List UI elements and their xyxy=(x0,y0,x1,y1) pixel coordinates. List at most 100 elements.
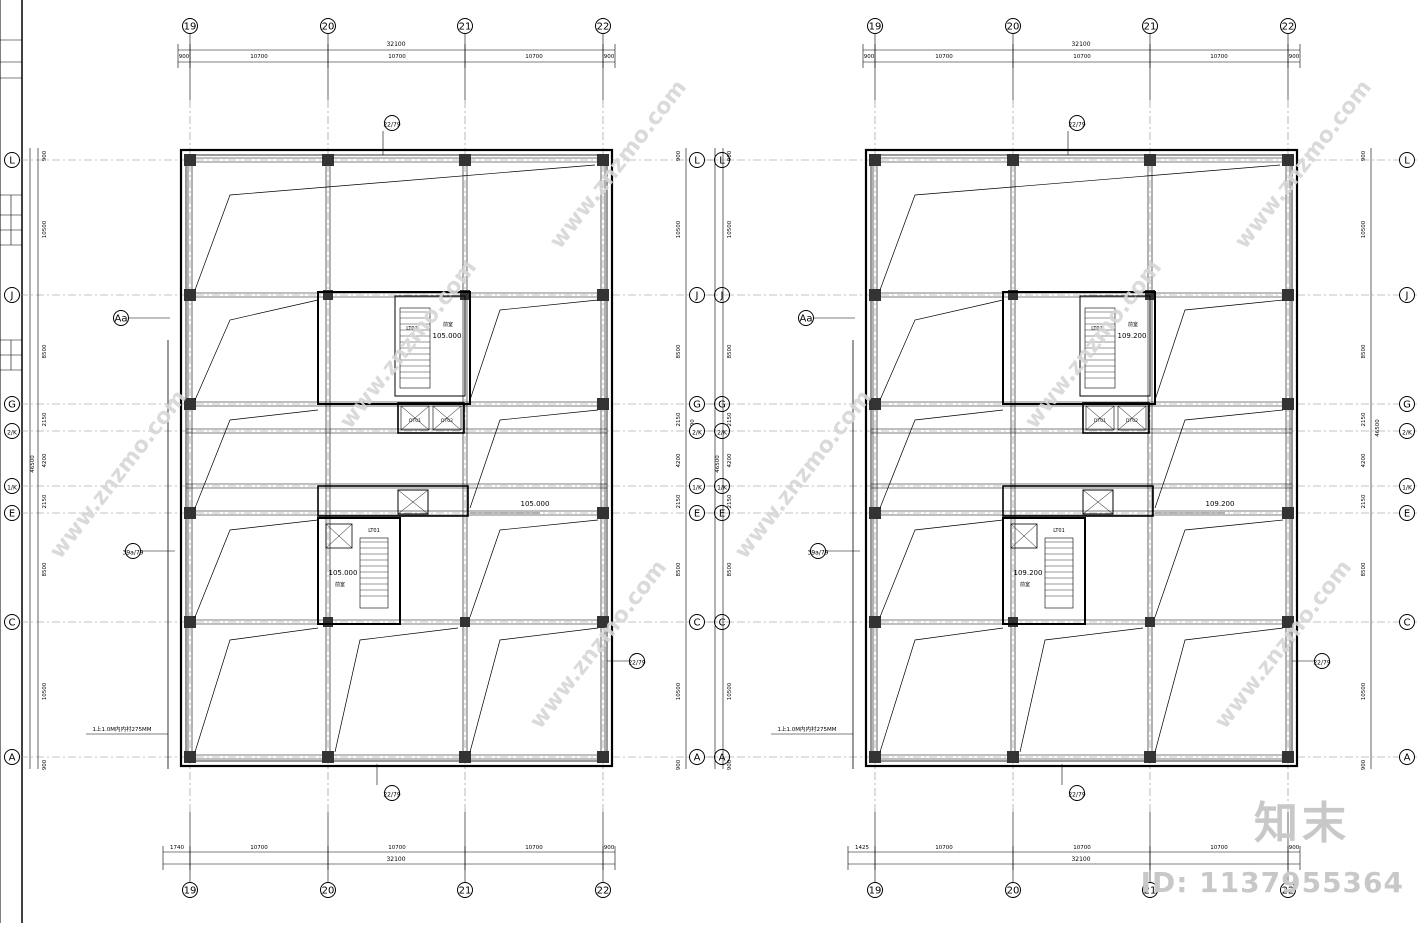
dimension-row-left: 8500 xyxy=(42,562,48,576)
core-elevation-label: 105.000 xyxy=(433,332,462,340)
dimension-row-right: 4200 xyxy=(1361,453,1367,467)
dimension-bay-bottom: 10700 xyxy=(1073,845,1091,851)
dimension-bay-bottom: 10700 xyxy=(525,845,543,851)
grid-row-bubble-right-label: J xyxy=(1405,291,1409,302)
grid-row-bubble-left-label: 1/K xyxy=(692,485,703,492)
dimension-total-right: 46500 xyxy=(1375,419,1381,437)
grid-row-bubble-right-label: 2/K xyxy=(1402,430,1413,437)
structural-column xyxy=(184,507,196,519)
slab-span-line xyxy=(1020,628,1143,752)
section-mark-right-label: 22/79 xyxy=(1313,660,1330,667)
grid-row-bubble-right-label: C xyxy=(719,618,726,629)
lift-bank-upper xyxy=(1083,403,1149,433)
grid-row-bubble-right-label: E xyxy=(719,509,725,520)
grid-column-bubble-top-label: 20 xyxy=(1007,22,1020,33)
dimension-row-right: 2150 xyxy=(1361,412,1367,426)
structural-column xyxy=(597,289,609,301)
dimension-row-left: 2150 xyxy=(727,412,733,426)
dimension-row-right: 900 xyxy=(676,150,682,161)
dimension-bay-bottom: 10700 xyxy=(250,845,268,851)
core-elevation-label-lower: 109.200 xyxy=(1014,569,1043,577)
site-watermark: www.znzmo.com xyxy=(45,385,192,563)
grid-row-bubble-right-label: 1/K xyxy=(1402,485,1413,492)
structural-column xyxy=(184,154,196,166)
slab-span-line xyxy=(880,300,1003,400)
dimension-overall-top: 32100 xyxy=(386,41,405,48)
structural-column xyxy=(1145,617,1155,627)
slab-span-line xyxy=(195,300,318,400)
structural-column xyxy=(869,154,881,166)
dimension-row-left: 8500 xyxy=(727,344,733,358)
slab-span-line xyxy=(195,410,318,508)
grid-column-bubble-bottom-label: 21 xyxy=(459,886,472,897)
structural-column xyxy=(460,617,470,627)
dimension-row-left: 900 xyxy=(42,759,48,770)
floor-elevation-label: 105.000 xyxy=(521,500,550,508)
site-watermark: www.znzmo.com xyxy=(545,75,692,253)
grid-row-bubble-left-label: L xyxy=(9,156,15,167)
elevator-lobby-label-lower: 前室 xyxy=(1020,581,1030,588)
grid-column-bubble-top-label: 19 xyxy=(184,22,197,33)
slab-span-line xyxy=(1155,300,1283,400)
slab-span-line xyxy=(1155,410,1283,508)
grid-row-bubble-left-label: A xyxy=(694,753,701,764)
dimension-row-left: 8500 xyxy=(727,562,733,576)
dimension-bay-top: 900 xyxy=(604,54,615,60)
dimension-row-left: 4200 xyxy=(42,453,48,467)
section-mark-left-label: 39a/79 xyxy=(123,550,144,557)
grid-row-bubble-left-label: E xyxy=(694,509,700,520)
core-elevation-label-lower: 105.000 xyxy=(329,569,358,577)
grid-row-bubble-left-label: 1/K xyxy=(7,485,18,492)
structural-column xyxy=(1282,507,1294,519)
slab-span-line xyxy=(470,410,598,508)
slab-span-line xyxy=(880,520,1003,617)
grid-row-bubble-left-label: C xyxy=(9,618,16,629)
grid-row-bubble-left-label: J xyxy=(10,291,14,302)
structural-column xyxy=(1008,617,1018,627)
wall-thickness-note: 1上1.0M内内衬275MM xyxy=(93,725,152,733)
grid-column-bubble-top-label: 22 xyxy=(1282,22,1295,33)
grid-row-bubble-right-label: L xyxy=(719,156,725,167)
grid-column-bubble-top-label: 19 xyxy=(869,22,882,33)
grid-row-bubble-right-label: 1/K xyxy=(717,485,728,492)
stair-flight-lower xyxy=(1045,538,1073,608)
structural-column xyxy=(597,507,609,519)
dimension-row-right: 900 xyxy=(676,759,682,770)
section-mark-bottom-label: 22/79 xyxy=(383,792,400,799)
structural-column xyxy=(869,289,881,301)
structural-column xyxy=(597,398,609,410)
dimension-bay-bottom: 1740 xyxy=(170,845,184,851)
dimension-row-left: 10500 xyxy=(42,682,48,700)
grid-row-bubble-left-label: J xyxy=(695,291,699,302)
dimension-row-left: 4200 xyxy=(727,453,733,467)
grid-row-bubble-right-label: C xyxy=(1404,618,1411,629)
stair-flight-lower xyxy=(360,538,388,608)
grid-row-bubble-left-label: A xyxy=(9,753,16,764)
core-middle-wall xyxy=(1003,486,1153,516)
slab-span-line xyxy=(195,165,595,290)
slab-span-line xyxy=(335,628,458,752)
dimension-row-right: 900 xyxy=(1361,759,1367,770)
grid-row-bubble-right-label: A xyxy=(719,753,726,764)
lift-label: DT01 xyxy=(1094,418,1106,424)
dimension-row-right: 900 xyxy=(1361,150,1367,161)
core-elevation-label: 109.200 xyxy=(1118,332,1147,340)
grid-column-bubble-top-label: 21 xyxy=(459,22,472,33)
grid-row-bubble-right-label: G xyxy=(1403,400,1411,411)
structural-column xyxy=(459,154,471,166)
dimension-row-right: 8500 xyxy=(676,344,682,358)
grid-row-bubble-left-label: E xyxy=(9,509,15,520)
brand-logo-watermark: 知末 xyxy=(1254,787,1350,851)
exterior-wall xyxy=(181,150,612,766)
grid-row-bubble-left-label: G xyxy=(8,400,16,411)
dimension-bay-bottom: 900 xyxy=(604,845,615,851)
dimension-bay-top: 900 xyxy=(179,54,190,60)
detail-mark-left-label: Aa xyxy=(800,314,813,325)
dimension-bay-top: 10700 xyxy=(525,54,543,60)
dimension-row-right: 2150 xyxy=(1361,494,1367,508)
grid-row-bubble-left-label: 2/K xyxy=(692,430,703,437)
dimension-row-right: 8500 xyxy=(1361,344,1367,358)
dimension-row-right: 10500 xyxy=(1361,220,1367,238)
dimension-row-right: 10500 xyxy=(676,220,682,238)
